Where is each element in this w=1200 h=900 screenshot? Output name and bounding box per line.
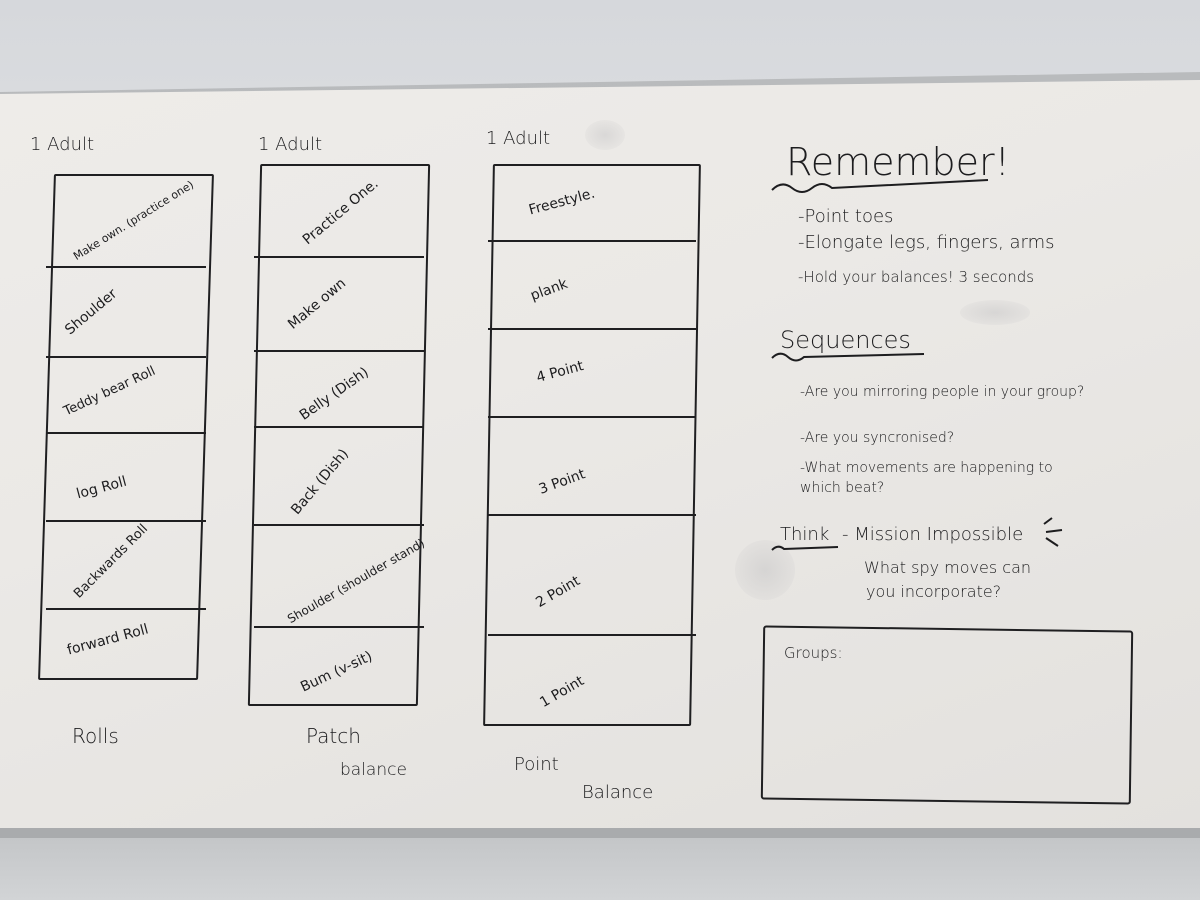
column-2-table: Practice One. Make own Belly (Dish) Back… — [247, 164, 431, 706]
think-line-3: you incorporate? — [866, 582, 1002, 601]
sequences-item: -What movements are happening to which b… — [800, 460, 1053, 496]
column-3-footer-line-1: Point — [514, 754, 559, 775]
smudge — [585, 120, 625, 150]
column-2-divider — [254, 256, 424, 258]
remember-item: -Hold your balances! 3 seconds — [798, 268, 1035, 286]
column-1-divider — [46, 608, 206, 610]
column-1-divider — [46, 432, 206, 434]
column-3-divider — [488, 416, 696, 418]
column-3-border — [483, 164, 701, 726]
column-3-table: Freestyle. plank 4 Point 3 Point 2 Point… — [483, 164, 701, 726]
column-1-table: Make own. (practice one) Shoulder Teddy … — [38, 174, 214, 680]
column-3-divider — [488, 634, 696, 636]
column-2-border — [247, 164, 431, 706]
smudge — [735, 540, 795, 600]
think-line-2: What spy moves can — [864, 558, 1032, 577]
think-underline — [771, 545, 839, 551]
sequences-item: -Are you mirroring people in your group? — [800, 384, 1085, 400]
remember-title: Remember! — [786, 140, 1010, 184]
column-2-divider — [254, 350, 424, 352]
sequences-title: Sequences — [780, 326, 911, 354]
think-line-1: - Mission Impossible — [842, 524, 1024, 545]
column-1-border — [38, 174, 214, 680]
column-1-divider — [46, 520, 206, 522]
column-2-divider — [254, 626, 424, 628]
column-1-divider — [46, 266, 206, 268]
column-3-divider — [488, 240, 696, 242]
column-2-divider — [254, 524, 424, 526]
column-2-footer-line-2: balance — [340, 760, 407, 780]
wall-bottom — [0, 838, 1200, 900]
column-1-footer: Rolls — [72, 724, 119, 748]
column-3-divider — [488, 514, 696, 516]
column-3-header: 1 Adult — [486, 128, 551, 149]
column-3-footer-line-2: Balance — [582, 782, 654, 803]
column-3-divider — [488, 328, 696, 330]
think-title: Think — [780, 524, 830, 545]
column-2-header: 1 Adult — [258, 134, 323, 155]
remember-item: -Elongate legs, fingers, arms — [798, 232, 1055, 253]
column-1-divider — [46, 356, 206, 358]
smudge — [960, 300, 1030, 325]
groups-label: Groups: — [784, 644, 843, 662]
column-1-header: 1 Adult — [30, 134, 95, 155]
sequences-item: -Are you syncronised? — [800, 430, 955, 446]
column-2-footer-line-1: Patch — [306, 724, 361, 748]
sequences-underline — [771, 352, 925, 362]
remember-underline — [771, 179, 989, 193]
column-2-divider — [254, 426, 424, 428]
remember-item: -Point toes — [798, 206, 894, 227]
emphasis-marks-icon — [1043, 517, 1063, 547]
whiteboard — [0, 80, 1200, 828]
